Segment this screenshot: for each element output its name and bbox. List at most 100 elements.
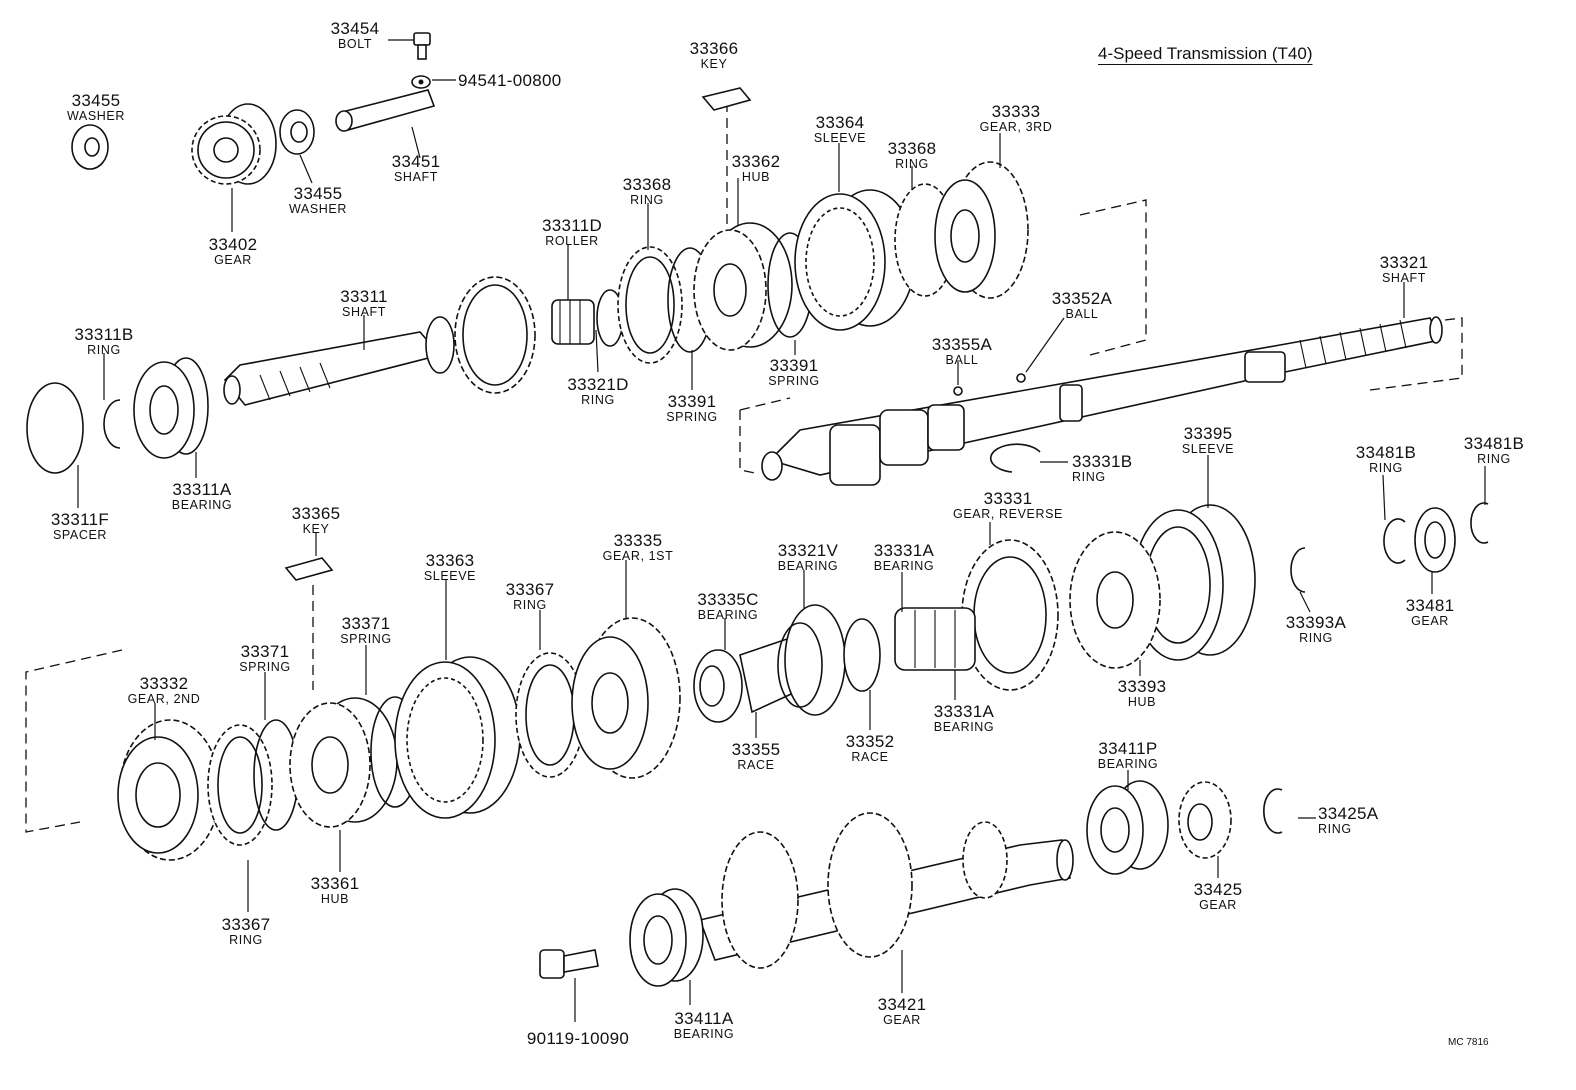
ring-33481B-left (1383, 518, 1406, 564)
part-name: RING (87, 343, 121, 357)
bolt-90119 (539, 949, 599, 979)
part-number: 33331A (873, 541, 935, 560)
ring-33393A (1290, 547, 1306, 593)
part-name: GEAR, 1ST (602, 549, 674, 563)
part-name: GEAR, 3RD (979, 120, 1053, 134)
part-name: BOLT (337, 37, 373, 51)
countershaft-gear-33421 (698, 812, 1074, 969)
part-number: 33481B (1463, 434, 1525, 453)
part-name: RING (895, 157, 929, 171)
part-number: 33331 (983, 489, 1033, 508)
bearing-33411A (629, 888, 704, 987)
bearing-33311A (133, 357, 209, 459)
part-name: SPRING (340, 632, 392, 646)
hub-33393 (1069, 531, 1161, 669)
part-name: KEY (302, 522, 330, 536)
part-number: 94541-00800 (458, 71, 562, 90)
callout-90119-10090: 90119-10090 (527, 1030, 629, 1048)
part-name: BEARING (933, 720, 995, 734)
part-number: 33311A (172, 480, 232, 499)
part-number: 33311F (50, 510, 110, 529)
part-name: SPACER (52, 528, 108, 542)
gear-33335 (571, 617, 681, 779)
part-name: RACE (851, 750, 889, 764)
part-number: 33335 (613, 531, 663, 550)
part-number: 33355A (931, 335, 993, 354)
part-name: GEAR (883, 1013, 921, 1027)
sleeve-33364 (794, 189, 916, 331)
part-name: RING (581, 393, 615, 407)
part-name: GEAR, REVERSE (953, 507, 1063, 521)
part-number: 33368 (887, 139, 937, 158)
part-number: 33331B (1072, 452, 1133, 471)
part-name: GEAR (1199, 898, 1237, 912)
part-name: RING (630, 193, 664, 207)
part-number: 90119-10090 (526, 1029, 630, 1048)
ball-33355A (953, 386, 963, 396)
roller-33311D (551, 299, 595, 345)
spacer-33311F (26, 382, 84, 474)
part-name: BALL (945, 353, 979, 367)
part-number: 33368 (622, 175, 672, 194)
gear-33332 (117, 719, 221, 861)
part-name: HUB (320, 892, 350, 906)
part-number: 33321D (567, 375, 629, 394)
part-number: 33364 (815, 113, 865, 132)
shaft-33451 (335, 89, 436, 132)
gear-33481 (1414, 507, 1456, 573)
part-number: 33455 (71, 91, 121, 110)
part-number: 33402 (208, 235, 258, 254)
part-number: 33366 (689, 39, 739, 58)
part-number: 33363 (425, 551, 475, 570)
gear-33402 (191, 103, 277, 185)
leader-lines (77, 39, 1486, 1022)
alignment-guides (25, 102, 1463, 833)
part-name: SPRING (239, 660, 291, 674)
input-shaft-33311 (223, 276, 536, 406)
part-number: 33321 (1379, 253, 1429, 272)
hub-33362 (693, 222, 793, 351)
ring-33311B (103, 399, 121, 449)
part-name: SHAFT (1382, 271, 1426, 285)
race-33352 (843, 618, 881, 692)
part-name: HUB (741, 170, 771, 184)
part-number: 33421 (877, 995, 927, 1014)
part-number: 33411P (1098, 739, 1158, 758)
part-name: RING (1477, 452, 1511, 466)
bearing-33411P (1086, 780, 1169, 875)
part-name: SLEEVE (423, 569, 477, 583)
sleeve-33363 (394, 656, 521, 819)
part-name: BALL (1065, 307, 1099, 321)
part-number: 33455 (293, 184, 343, 203)
part-number: 33425 (1193, 880, 1243, 899)
part-name: GEAR, 2ND (127, 692, 201, 706)
part-name: SHAFT (342, 305, 386, 319)
diagram-title: 4-Speed Transmission (T40) (1098, 44, 1313, 63)
part-number: 33371 (240, 642, 290, 661)
part-name: KEY (700, 57, 728, 71)
part-name: RING (1369, 461, 1403, 475)
